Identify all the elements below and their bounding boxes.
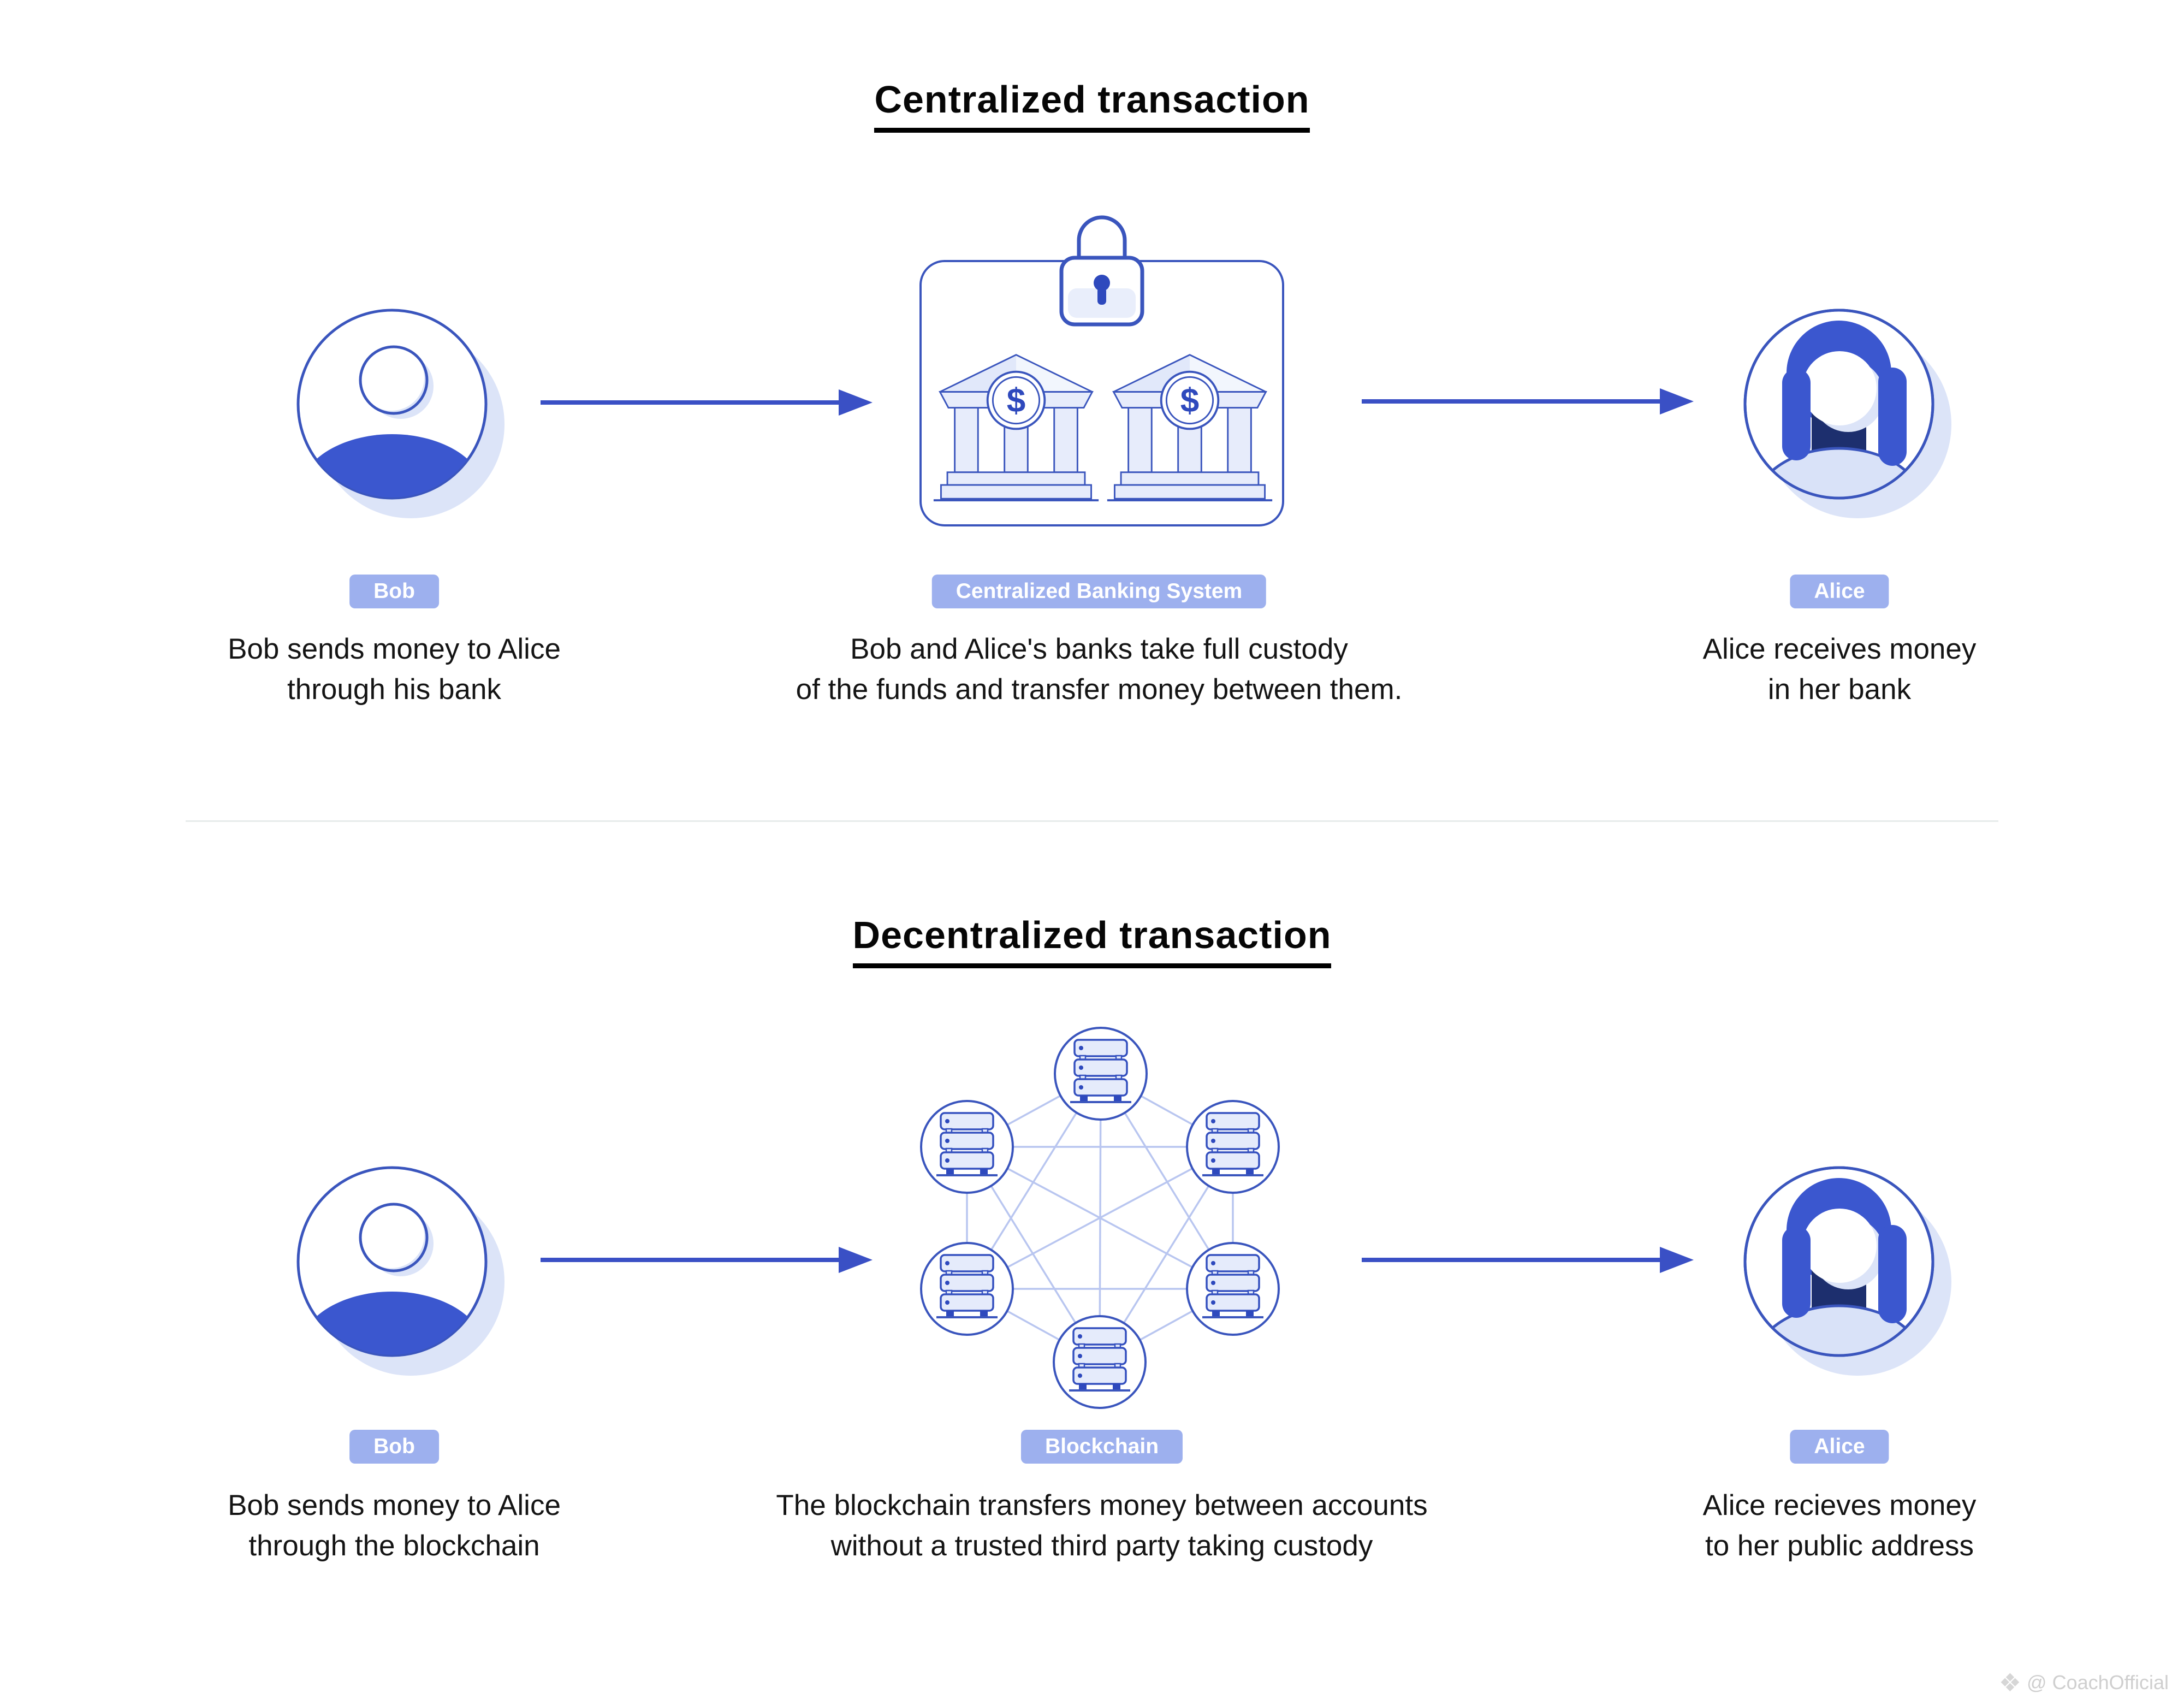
caption-line: Bob sends money to Alice — [228, 1489, 561, 1522]
caption-line: Bob sends money to Alice — [228, 633, 561, 665]
blockchain-network-icon — [920, 1027, 1280, 1409]
caption-line: through his bank — [287, 673, 501, 706]
caption-line: Bob and Alice's banks take full custody — [850, 633, 1348, 665]
centralized-title-text: Centralized transaction — [874, 78, 1310, 133]
caption-line: The blockchain transfers money between a… — [776, 1489, 1428, 1522]
bob-badge: Bob — [349, 575, 439, 608]
arrow-right-icon — [539, 388, 874, 417]
alice-caption: Alice recieves money to her public addre… — [1703, 1485, 1977, 1566]
caption-line: Alice recieves money — [1702, 1489, 1977, 1522]
bob-caption: Bob sends money to Alice through his ban… — [228, 629, 561, 710]
caption-line: to her public address — [1705, 1530, 1974, 1562]
blockchain-caption: The blockchain transfers money between a… — [776, 1485, 1427, 1566]
server-node-icon — [920, 1100, 1014, 1194]
caption-line: in her bank — [1767, 673, 1912, 706]
server-node-icon — [1186, 1242, 1280, 1336]
server-node-icon — [1054, 1027, 1148, 1121]
caption-line: Alice receives money — [1702, 633, 1977, 665]
padlock-icon — [1059, 215, 1144, 327]
alice-badge: Alice — [1790, 575, 1889, 608]
bob-badge: Bob — [349, 1430, 439, 1464]
arrow-right-icon — [1361, 1246, 1695, 1274]
section-divider — [186, 820, 1998, 822]
caption-line: of the funds and transfer money between … — [796, 673, 1403, 706]
decentralized-title: Decentralized transaction — [0, 913, 2184, 968]
blockchain-badge: Blockchain — [1020, 1430, 1183, 1464]
caption-line: without a trusted third party taking cus… — [830, 1530, 1373, 1562]
centralized-title: Centralized transaction — [0, 78, 2184, 133]
bank-buildings-icon — [932, 353, 1274, 502]
bob-avatar-icon — [283, 292, 512, 532]
centralized-banking-system-badge: Centralized Banking System — [931, 575, 1267, 608]
arrow-right-icon — [1361, 387, 1695, 416]
watermark-text: @ CoachOfficial — [2027, 1671, 2169, 1694]
alice-avatar-icon — [1730, 1150, 1959, 1390]
watermark: ❖ @ CoachOfficial — [1999, 1670, 2169, 1695]
bank-caption: Bob and Alice's banks take full custody … — [796, 629, 1403, 710]
server-node-icon — [1053, 1315, 1147, 1409]
server-node-icon — [1186, 1100, 1280, 1194]
server-node-icon — [920, 1242, 1014, 1336]
arrow-right-icon — [539, 1246, 874, 1274]
bob-caption: Bob sends money to Alice through the blo… — [228, 1485, 561, 1566]
diamond-icon: ❖ — [1998, 1668, 2022, 1697]
alice-avatar-icon — [1730, 292, 1959, 532]
bob-avatar-icon — [283, 1150, 512, 1390]
caption-line: through the blockchain — [248, 1530, 540, 1562]
alice-badge: Alice — [1790, 1430, 1889, 1464]
alice-caption: Alice receives money in her bank — [1703, 629, 1977, 710]
decentralized-title-text: Decentralized transaction — [852, 913, 1332, 968]
